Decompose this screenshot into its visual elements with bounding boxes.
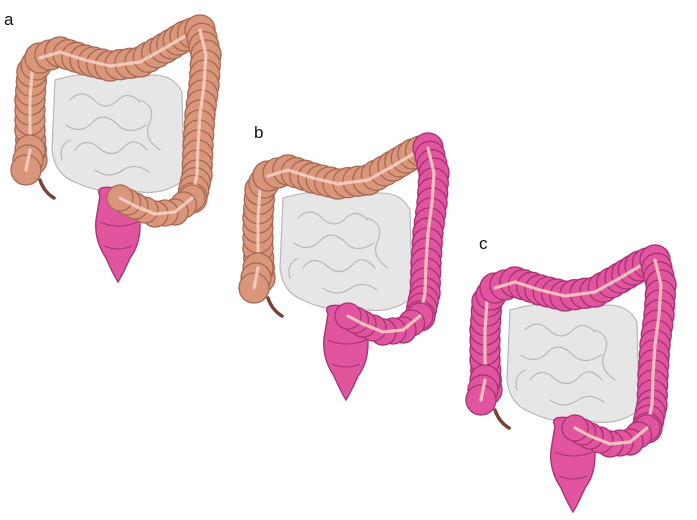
colon-diagram-c (455, 230, 695, 520)
small-intestine (280, 191, 412, 310)
small-intestine (52, 73, 184, 192)
appendix (268, 298, 282, 316)
panel-a: a (0, 0, 240, 290)
small-intestine (507, 303, 639, 422)
appendix (40, 180, 54, 198)
colon-diagram-b (228, 118, 468, 408)
colon-diagram-a (0, 0, 240, 290)
panel-c: c (455, 230, 695, 520)
panel-b: b (228, 118, 468, 408)
appendix (495, 410, 509, 428)
